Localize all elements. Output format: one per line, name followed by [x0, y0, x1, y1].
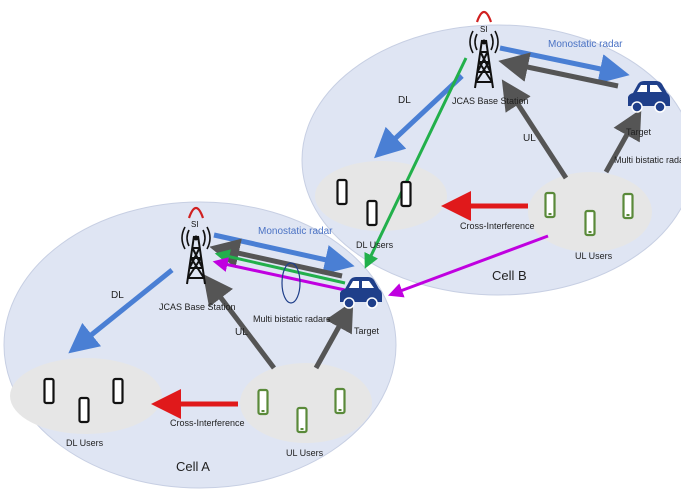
cell-b-mono-radar-label: Monostatic radar: [548, 39, 623, 50]
cell-b-dl-users-label: DL Users: [356, 240, 394, 250]
cell-a-ul-users-label: UL Users: [286, 448, 324, 458]
cell-a-cross-interference-label: Cross-Interference: [170, 418, 245, 428]
cell-a-multi-bistatic-label: Multi bistatic radars: [253, 314, 331, 324]
cell-b-mono-radar-back: [498, 52, 619, 89]
cell-a-dl-users-label: DL Users: [66, 438, 104, 448]
phone-icon: [43, 377, 55, 405]
cell-a-dl-group: [10, 358, 162, 434]
cell-a-dl-arrow: [68, 268, 174, 354]
cell-b-ul-users-label: UL Users: [575, 251, 613, 261]
cell-a-ul-arrow: [202, 274, 276, 370]
phone-icon: [112, 377, 124, 405]
cell-a-mono-radar-label: Monostatic radar: [258, 226, 333, 237]
cell-b-mono-radar-out: [499, 45, 630, 84]
cell-b-target-label: Target: [626, 127, 652, 137]
cell-b-ul-label: UL: [523, 133, 536, 144]
cell-a-green-return: [214, 249, 346, 285]
cell-b-name: Cell B: [492, 268, 527, 283]
cell-b-cross-interference-label: Cross-Interference: [460, 221, 535, 231]
cell-b-bs-label: JCAS Base Station: [452, 96, 529, 106]
phone-icon: [366, 199, 378, 227]
phone-icon: [400, 180, 412, 208]
phone-icon: [334, 387, 346, 415]
cell-b-si-loop-icon: [475, 10, 493, 23]
cell-a-ul-label: UL: [235, 327, 248, 338]
cell-b-si-label: SI: [480, 25, 488, 34]
cell-b-multi-bistatic-label: Multi bistatic radar: [614, 155, 681, 165]
cell-b-ul-arrow: [501, 79, 569, 180]
cell-b-dl-label: DL: [398, 95, 411, 106]
phone-icon: [257, 388, 269, 416]
cell-a-multi-bistatic-arrow: [313, 300, 354, 370]
cell-a-target-label: Target: [354, 326, 380, 336]
cell-b-multi-bistatic-arrow: [603, 108, 642, 174]
cell-a-ul-group: [240, 363, 372, 443]
cell-b-dl-group: [315, 161, 447, 231]
cell-a-reflection-circle: [281, 262, 301, 304]
cell-a-dl-label: DL: [111, 290, 124, 301]
phone-icon: [336, 178, 348, 206]
purple-ul-b-to-target-a: [387, 234, 549, 298]
phone-icon: [544, 191, 556, 219]
cell-a-mono-radar-back: [209, 238, 343, 279]
cell-a-si-loop-icon: [187, 206, 205, 219]
phone-icon: [296, 406, 308, 434]
cell-a-si-label: SI: [191, 220, 199, 229]
green-bs-b-to-target-a: [364, 57, 468, 269]
cell-a-name: Cell A: [176, 459, 210, 474]
phone-icon: [622, 192, 634, 220]
cell-b-dl-arrow: [374, 74, 464, 159]
cell-a-bs-label: JCAS Base Station: [159, 302, 236, 312]
phone-icon: [78, 396, 90, 424]
phone-icon: [584, 209, 596, 237]
